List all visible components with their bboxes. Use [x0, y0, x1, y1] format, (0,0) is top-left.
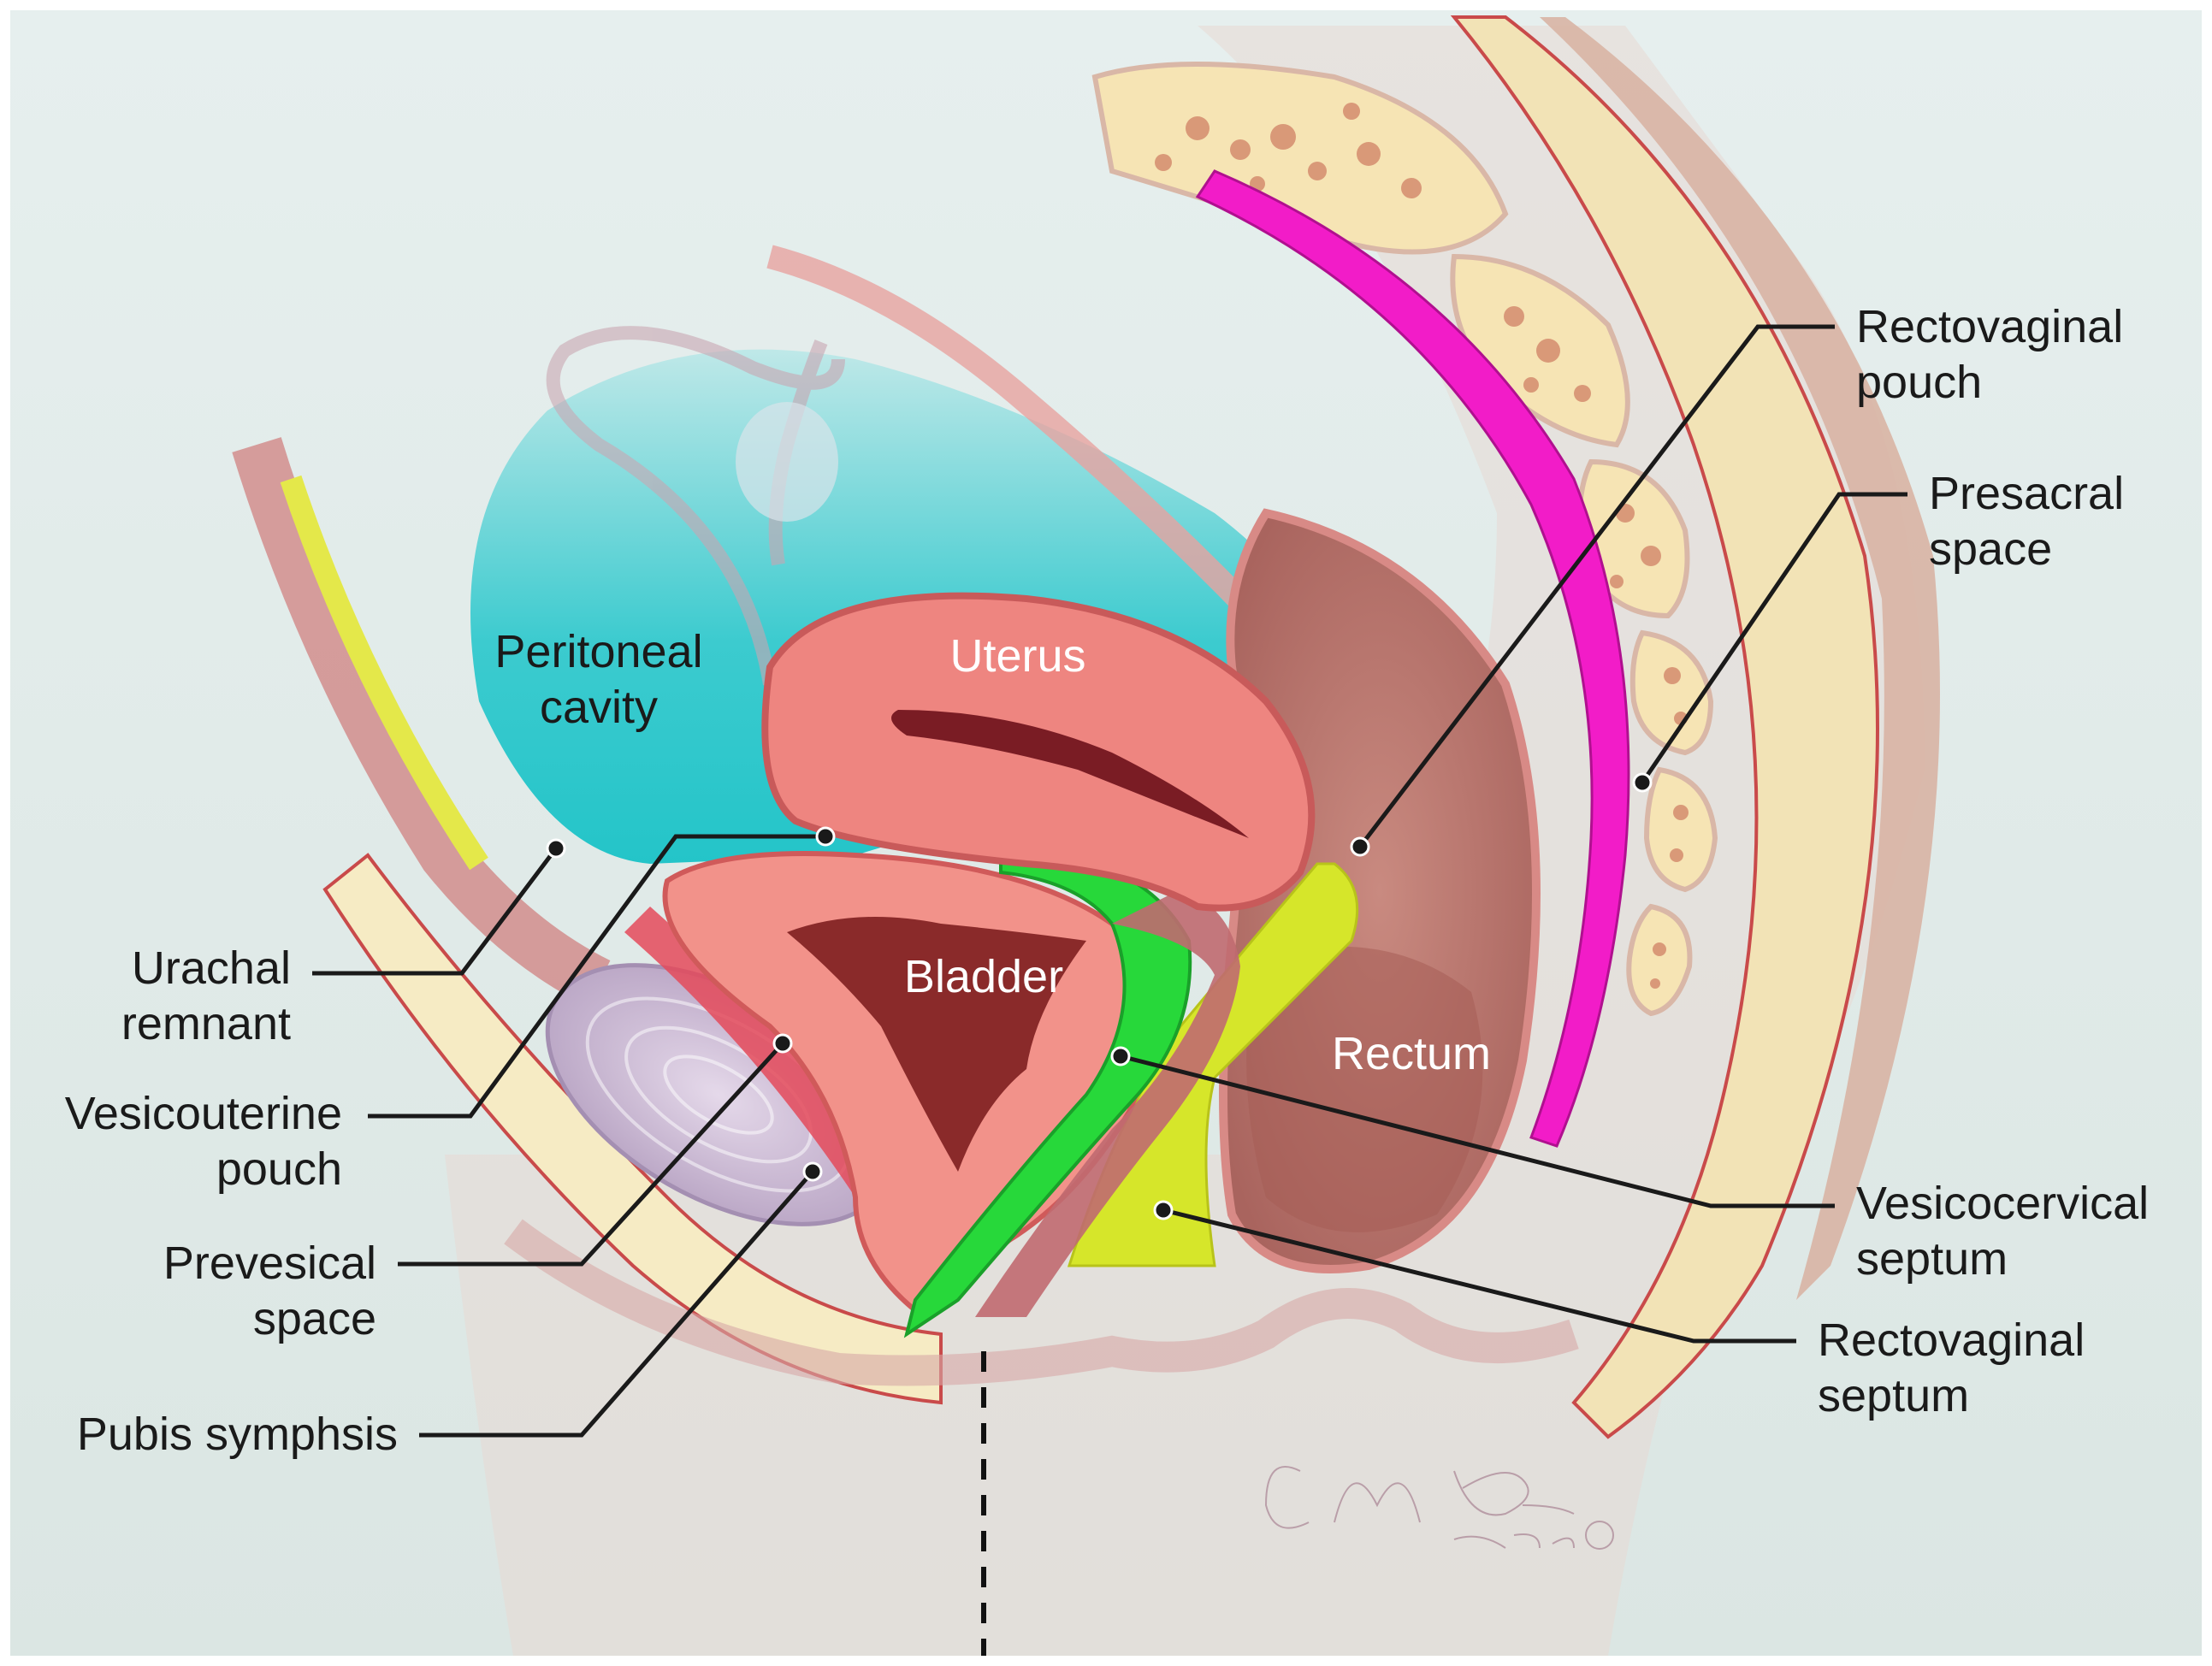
rectovaginal-pouch-label-line2: pouch: [1856, 357, 1982, 408]
urachal-remnant-marker: [546, 838, 566, 859]
urachal-remnant-leader: [312, 847, 558, 976]
peritoneal-cavity-label-line2: cavity: [540, 682, 658, 733]
anterior-fat-layer: [322, 853, 943, 1405]
bladder-lumen: [787, 917, 1086, 1172]
uterine-cavity: [891, 710, 1249, 838]
rectovaginal-septum-marker: [1153, 1200, 1174, 1220]
prevesical-space-label-line1: Prevesical: [163, 1238, 376, 1289]
presacral-space-label-line1: Presacral: [1929, 468, 2124, 519]
vesicouterine-pouch-marker: [815, 826, 836, 847]
bladder-label: Bladder: [904, 951, 1063, 1002]
uterus-label: Uterus: [949, 630, 1085, 682]
vesicocervical-septum-label-line1: Vesicocervical: [1856, 1178, 2149, 1229]
urachal-remnant-label-line2: remnant: [121, 998, 291, 1049]
prevesical-space: [624, 907, 890, 1197]
vesicocervical-septum-leader: [1120, 1054, 1835, 1208]
rectum-label: Rectum: [1332, 1028, 1491, 1079]
artist-signature: [1264, 1466, 1614, 1550]
vesicocervical-septum-marker: [1110, 1046, 1131, 1066]
peritoneal-cavity-label-line1: Peritoneal: [494, 626, 702, 677]
presacral-space-label-line2: space: [1929, 523, 2052, 575]
presacral-space-leader: [1640, 492, 1907, 784]
pubis-symphsis-marker: [802, 1161, 823, 1182]
vesicocervical-septum-label-line2: septum: [1856, 1233, 2008, 1285]
prevesical-space-marker: [772, 1033, 793, 1054]
perineum: [504, 1219, 1579, 1386]
rectovaginal-septum-leader: [1162, 1208, 1796, 1344]
sacrum: [1091, 62, 1718, 1017]
posterior-fat-layer: [1450, 15, 1879, 1439]
pubis-symphsis-leader: [419, 1170, 814, 1438]
vesicouterine-pouch-label-line2: pouch: [216, 1143, 342, 1195]
rectovaginal-pouch-label-line1: Rectovaginal: [1856, 301, 2123, 352]
vesicouterine-pouch-leader: [368, 834, 825, 1119]
posterior-skin-layer: [1540, 17, 1940, 1300]
rectum-lumen: [1246, 946, 1483, 1232]
body-silhouette: [445, 26, 1925, 1656]
rectovaginal-pouch-marker: [1350, 836, 1370, 857]
prevesical-space-label-line2: space: [253, 1293, 376, 1344]
presacral-space-marker: [1632, 772, 1653, 793]
abdominal-muscle: [232, 437, 611, 1007]
vesicouterine-pouch-label-line1: Vesicouterine: [65, 1088, 342, 1139]
urachal-remnant: [280, 475, 488, 871]
rectovaginal-pouch-leader: [1358, 324, 1835, 848]
rectovaginal-septum-label-line2: septum: [1818, 1370, 1969, 1421]
presacral-space: [1195, 169, 1630, 1148]
rectovaginal-septum-label-line1: Rectovaginal: [1818, 1314, 2085, 1366]
vagina: [975, 889, 1240, 1317]
pubis-symphsis-label: Pubis symphsis: [77, 1409, 398, 1460]
urachal-remnant-label-line1: Urachal: [132, 942, 291, 994]
ovary: [736, 402, 838, 522]
prevesical-space-leader: [398, 1042, 784, 1267]
